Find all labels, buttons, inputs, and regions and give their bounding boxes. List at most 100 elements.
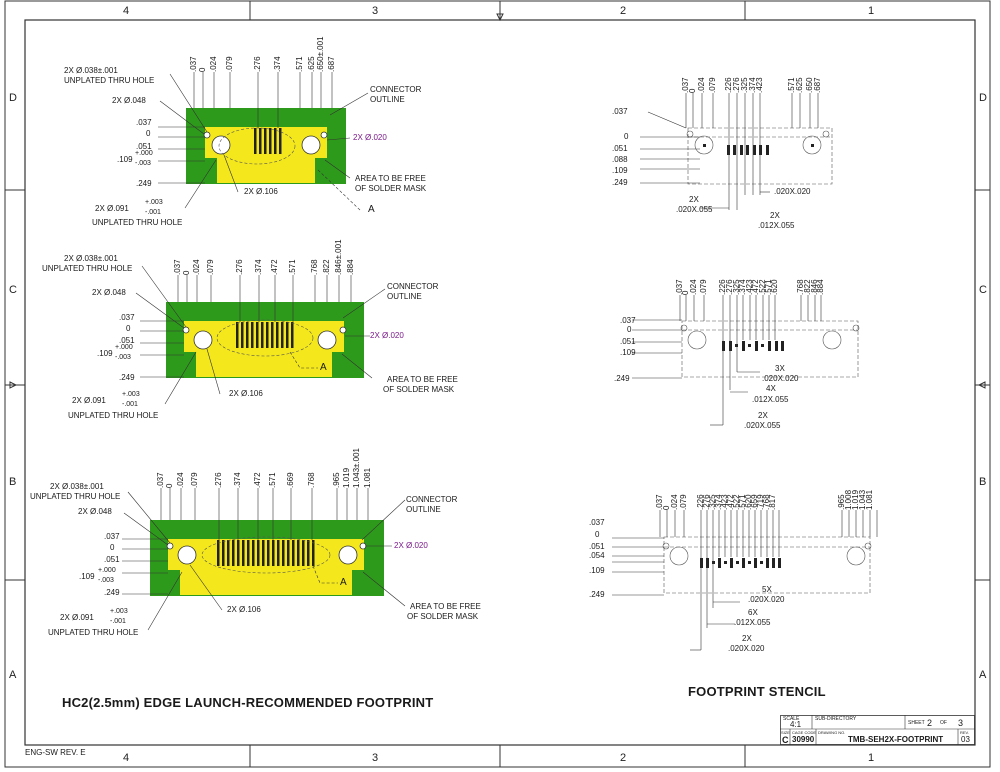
fp3-left-dim-2: 0: [110, 543, 115, 552]
tb-rev-label: REV.: [960, 730, 969, 735]
fp1-hole091-note: UNPLATED THRU HOLE: [92, 218, 183, 227]
st1-note-b: .012X.055: [758, 221, 795, 230]
fp2-area-1: AREA TO BE FREE: [387, 375, 458, 384]
st1-left-dim: .109: [612, 166, 628, 175]
zone-col-1-bottom: 1: [868, 752, 875, 764]
fp3-left-dim-3: .051: [104, 555, 120, 564]
fp3-connector-2: OUTLINE: [406, 505, 441, 514]
zone-row-c: C: [9, 284, 17, 296]
fp2-connector-1: CONNECTOR: [387, 282, 439, 291]
fp1-left-dim-1: .037: [136, 118, 152, 127]
fp3-left-tol-up: +.000: [98, 567, 116, 574]
st3-left-dim: .051: [589, 542, 605, 551]
fp1-pad-label: 2X Ø.048: [112, 96, 146, 105]
fp1-left-tol-up: +.000: [135, 150, 153, 157]
fp1-hole091: 2X Ø.091: [95, 204, 129, 213]
fp1-hole091-tol-dn: -.001: [145, 209, 161, 216]
st3-top-dim: .079: [679, 494, 688, 510]
fp2-hole091-tol-up: +.003: [122, 391, 140, 398]
tb-size: C: [782, 735, 789, 745]
st1-note-a: 2X: [689, 195, 699, 204]
st3-note-a: 6X: [748, 608, 758, 617]
st1-left-dim: .249: [612, 178, 628, 187]
zone-row-b-right: B: [979, 476, 987, 488]
fp3-left-dim-1: .037: [104, 532, 120, 541]
st3-left-dim: 0: [595, 530, 600, 539]
fp3-hole091-tol-up: +.003: [110, 608, 128, 615]
st2-note-a: 2X: [758, 411, 768, 420]
fp2-left-dim-3: .051: [119, 336, 135, 345]
st1-left-dim: 0: [624, 132, 629, 141]
st3-top-dim: .024: [670, 494, 679, 510]
fp3-pad-label: 2X Ø.048: [78, 507, 112, 516]
fp2-hole106: 2X Ø.106: [229, 389, 263, 398]
tb-dwg-label: DRAWING NO.: [818, 730, 846, 735]
zone-row-a: A: [9, 669, 17, 681]
fp1-hole-label-1: 2X Ø.038±.001: [64, 66, 118, 75]
title-block: SCALE 4:1 SUB-DIRECTORY SHEET 2 OF 3 SIZ…: [780, 715, 975, 745]
fp3-hole106: 2X Ø.106: [227, 605, 261, 614]
fp3-connector-1: CONNECTOR: [406, 495, 458, 504]
st2-note-b: .020X.055: [744, 421, 781, 430]
fp2-pad-label: 2X Ø.048: [92, 288, 126, 297]
st2-note-a: 3X: [775, 364, 785, 373]
tb-rev: 03: [961, 735, 970, 744]
st3-left-dim: .249: [589, 590, 605, 599]
fp2-hole091-tol-dn: -.001: [122, 401, 138, 408]
st3-note-b: .020X.020: [728, 644, 765, 653]
zone-row-b: B: [9, 476, 17, 488]
fp2-area-2: OF SOLDER MASK: [383, 385, 455, 394]
zone-row-d: D: [9, 92, 17, 104]
st1-note-a: 2X: [770, 211, 780, 220]
fp2-left-tol-dn: -.003: [115, 354, 131, 361]
zone-col-4: 4: [123, 5, 130, 17]
fp3-hole-label-2: UNPLATED THRU HOLE: [30, 492, 121, 501]
fp1-via-label: 2X Ø.020: [353, 133, 387, 142]
tb-scale-label: SCALE: [783, 716, 800, 722]
tb-scale: 4:1: [790, 720, 802, 729]
fp2-hole-label-1: 2X Ø.038±.001: [64, 254, 118, 263]
fp3-area-2: OF SOLDER MASK: [407, 612, 479, 621]
st2-note-b: .012X.055: [752, 395, 789, 404]
fp3-bottom-dim: .249: [104, 588, 120, 597]
fp1-area-2: OF SOLDER MASK: [355, 184, 427, 193]
st3-note-b: .012X.055: [734, 618, 771, 627]
st1-left-dim: .037: [612, 107, 628, 116]
tb-cage: 30990: [792, 735, 815, 744]
st2-left-dim: .051: [620, 337, 636, 346]
st3-left-dim: .054: [589, 551, 605, 560]
tb-of-label: OF: [940, 720, 947, 726]
tb-dwg: TMB-SEH2X-FOOTPRINT: [848, 735, 944, 744]
st2-left-dim: 0: [627, 325, 632, 334]
fp1-hole-label-2: UNPLATED THRU HOLE: [64, 76, 155, 85]
fp2-via-label: 2X Ø.020: [370, 331, 404, 340]
fp1-connector-2: OUTLINE: [370, 95, 405, 104]
st3-note-a: 2X: [742, 634, 752, 643]
footprint-title: HC2(2.5mm) EDGE LAUNCH-RECOMMENDED FOOTP…: [62, 695, 434, 710]
footer-rev: ENG-SW REV. E: [25, 748, 86, 757]
st3-left-dim: .037: [589, 518, 605, 527]
tb-of: 3: [958, 718, 964, 728]
fp2-hole091: 2X Ø.091: [72, 396, 106, 405]
fp2-connector-2: OUTLINE: [387, 292, 422, 301]
zone-col-2-bottom: 2: [620, 752, 627, 764]
st2-left-dim: .109: [620, 348, 636, 357]
fp3-left-dim-4: .109: [79, 572, 95, 581]
zone-col-1: 1: [868, 5, 875, 17]
fp1-bottom-dim: .249: [136, 179, 152, 188]
fp3-hole091-tol-dn: -.001: [110, 618, 126, 625]
tb-size-label: SIZE: [781, 730, 790, 735]
st3-top-dim: .817: [768, 494, 777, 510]
tb-cage-label: CAGE CODE: [792, 730, 817, 735]
zone-row-d-right: D: [979, 92, 987, 104]
fp3-area-1: AREA TO BE FREE: [410, 602, 481, 611]
fp2-left-dim-1: .037: [119, 313, 135, 322]
st3-left-dim: .109: [589, 566, 605, 575]
